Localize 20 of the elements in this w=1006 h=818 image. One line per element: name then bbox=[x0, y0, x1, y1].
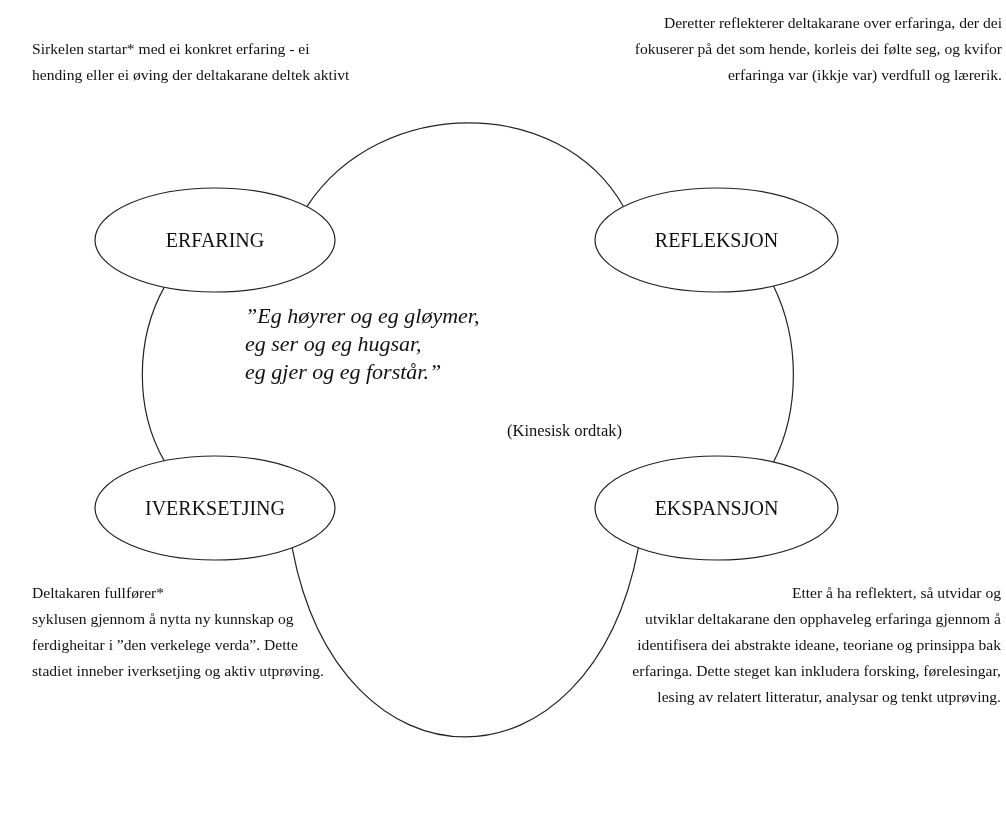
stage-description: Etter å ha reflektert, så utvidar og utviklar deltakarane den opphaveleg erfaringa gjennom å identifisera dei abstrakte ideane, teoriane og prinsippa bak erfaringa. Dette steget kan inkludera forsking, førelesingar, lesing av relatert litteratur, analysar og tenkt utprøving. bbox=[631, 583, 1001, 707]
stage-label: ERFARING bbox=[165, 228, 265, 252]
cycle-arc bbox=[141, 286, 165, 462]
stage-ellipse bbox=[595, 456, 838, 560]
stage-label: IVERKSETJING bbox=[145, 496, 285, 520]
cycle-arc bbox=[772, 285, 794, 463]
stage-ellipse bbox=[95, 456, 335, 560]
stage-ellipse bbox=[95, 188, 335, 292]
stage-label: REFLEKSJON bbox=[654, 228, 779, 252]
quote-line: eg gjer og eg forstår.” bbox=[245, 358, 442, 385]
cycle-arc bbox=[291, 547, 639, 738]
stage-description: Deretter reflekterer deltakarane over erfaringa, der dei fokuserer på det som hende, korleis dei følte seg, og kvifor erfaringa var (ikkje var) verdfull og lærerik. bbox=[633, 13, 1002, 85]
quote-line: eg ser og eg hugsar, bbox=[245, 330, 422, 357]
source-note: (Kinesisk ordtak) bbox=[507, 420, 623, 442]
stage-description: Deltakaren fullfører* syklusen gjennom å nytta ny kunnskap og ferdigheitar i ”den verkelege verda”. Dette stadiet inneber iverksetjing og aktiv utprøving. bbox=[32, 583, 325, 681]
quote-line: ”Eg høyrer og eg gløymer, bbox=[245, 302, 480, 329]
stage-ellipse bbox=[595, 188, 838, 292]
stage-label: EKSPANSJON bbox=[654, 496, 779, 520]
stage-description: Sirkelen startar* med ei konkret erfaring - ei hending eller ei øving der deltakarane deltek aktivt bbox=[32, 39, 351, 85]
cycle-arc bbox=[306, 122, 625, 208]
